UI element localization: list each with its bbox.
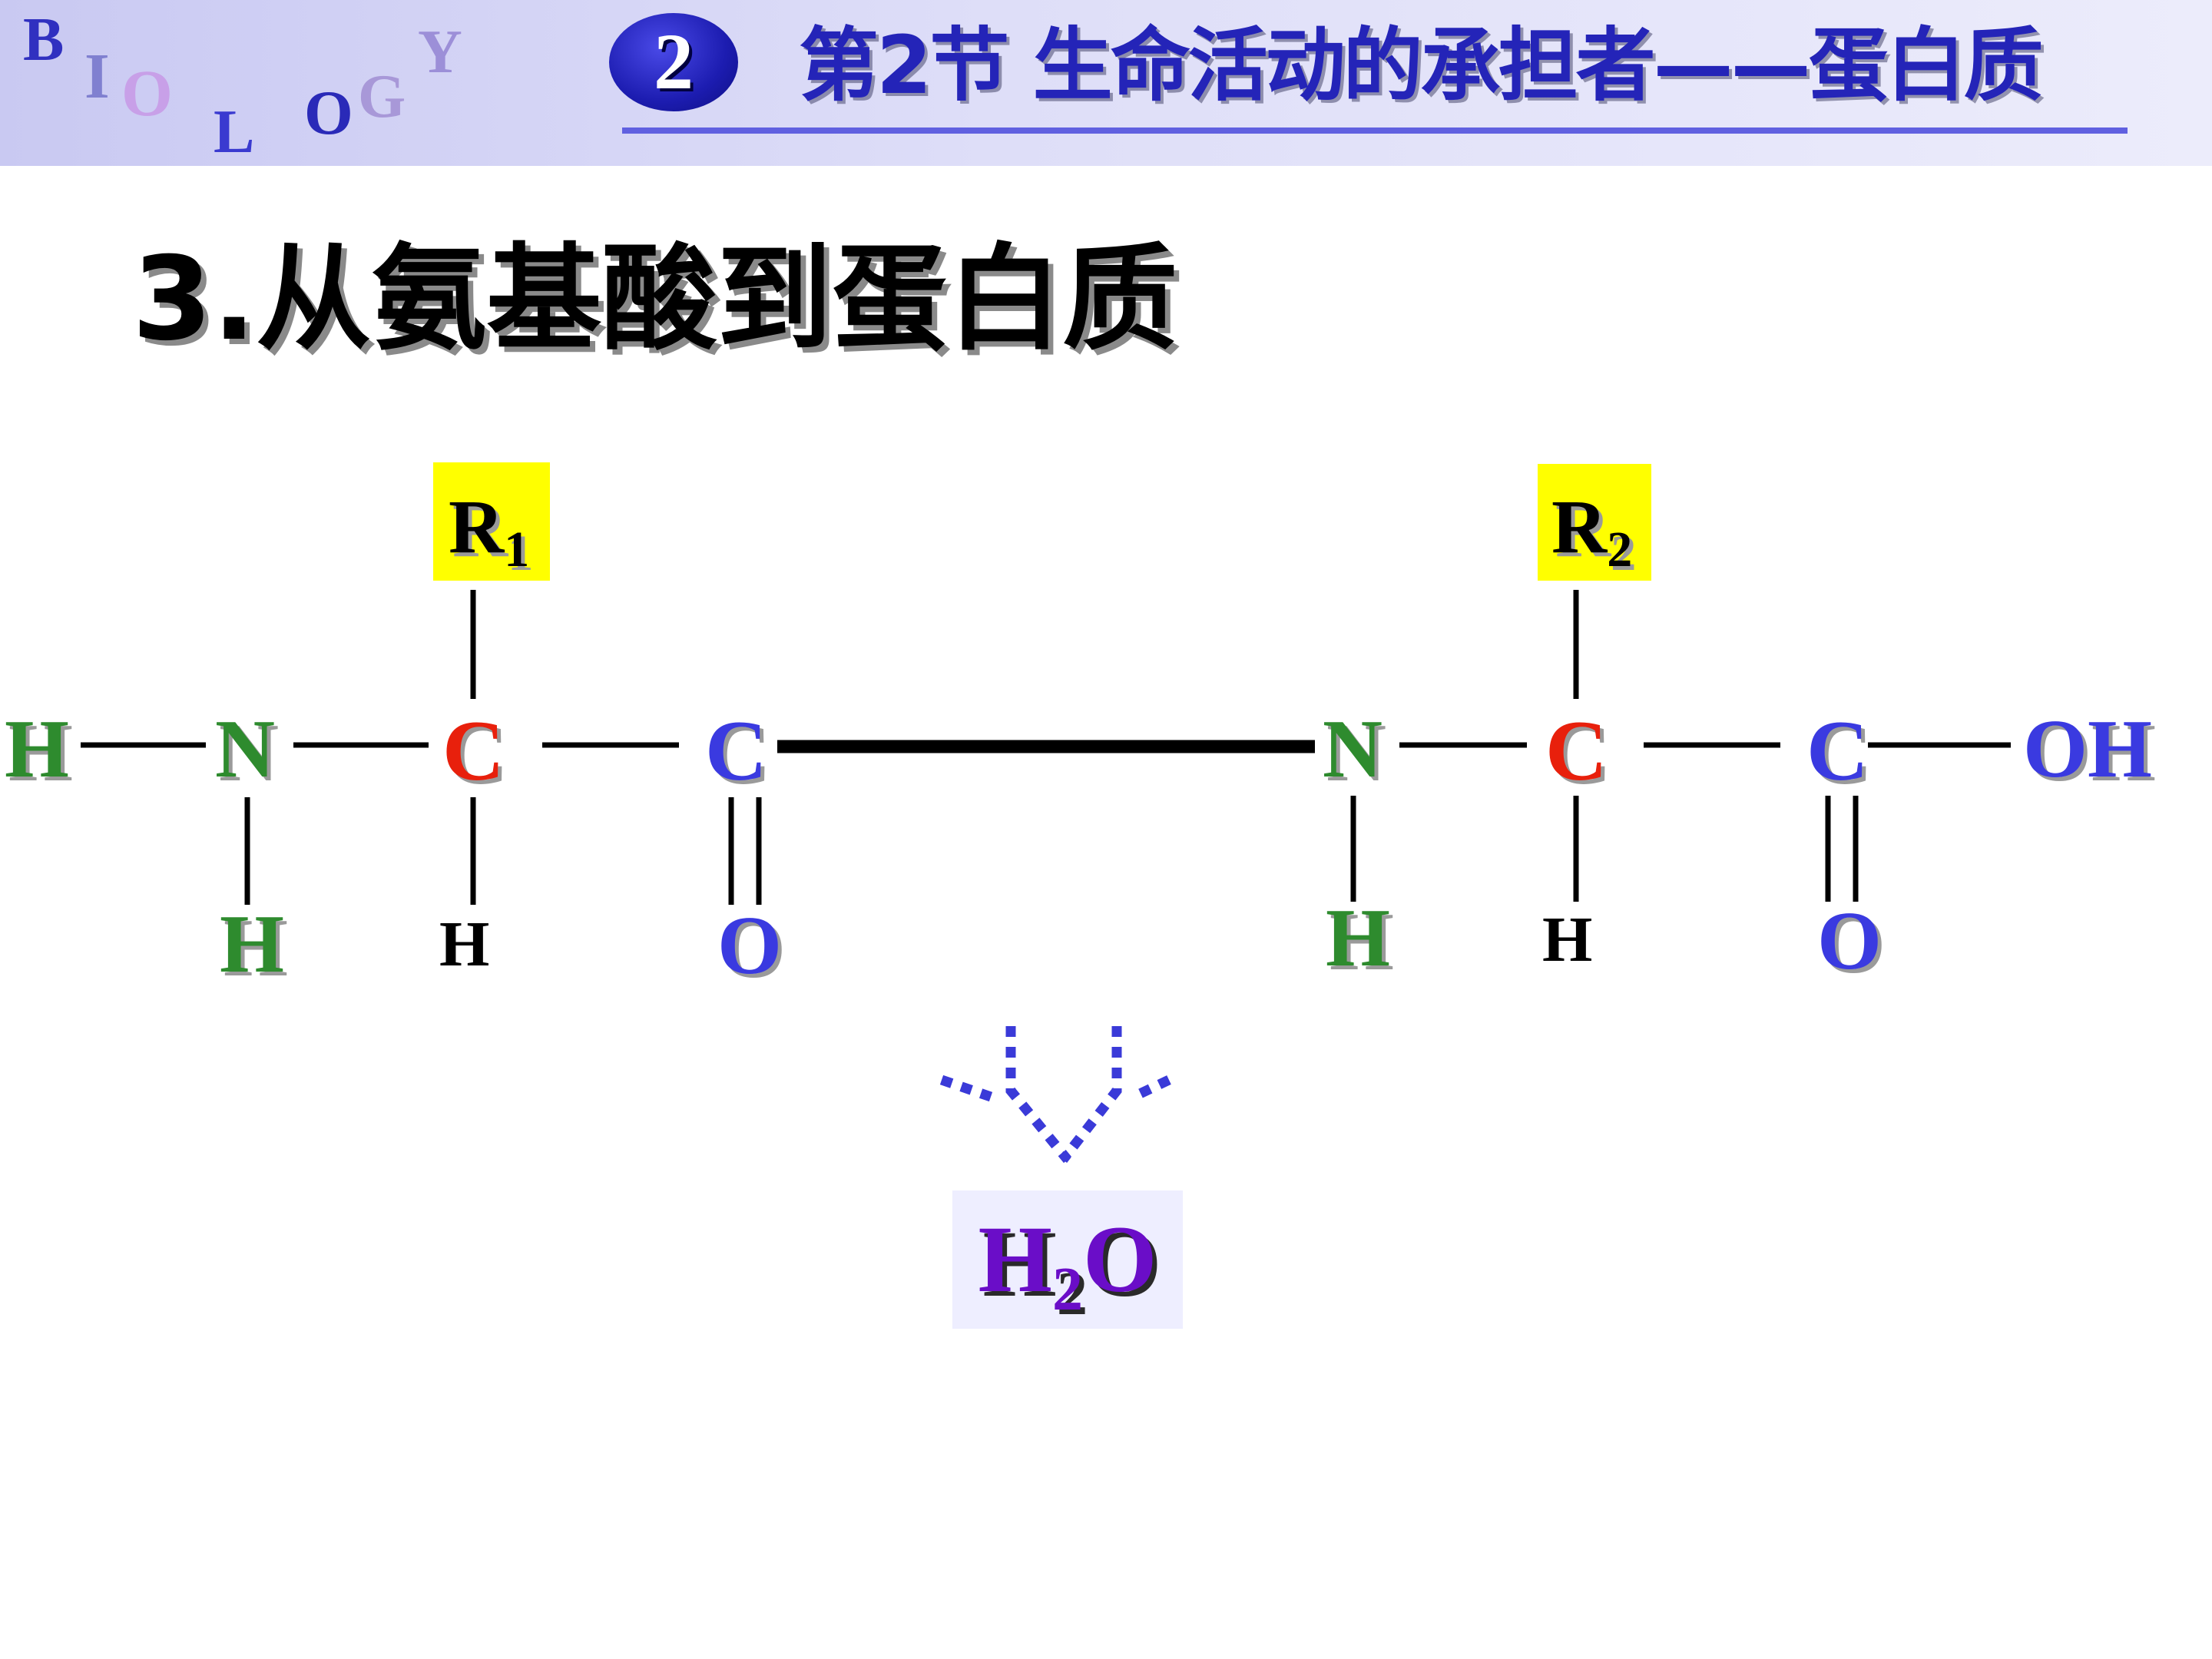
logo-letter-g: G [358, 63, 406, 131]
atom-h-amino-bottom-2: H [1326, 892, 1391, 984]
arrow-head-left [939, 1075, 993, 1102]
water-h: H [978, 1207, 1052, 1312]
header-divider [622, 127, 2128, 134]
logo-letter-y: Y [418, 18, 462, 86]
atom-h-alpha-2: H [1542, 904, 1593, 975]
arrow-head-right [1134, 1075, 1171, 1100]
logo-letter-o1: O [121, 56, 173, 130]
logo-letter-o2: O [304, 78, 353, 147]
r1-group: R1 [449, 488, 529, 575]
water-subscript: 2 [1052, 1256, 1083, 1323]
logo-letter-i: I [84, 41, 110, 112]
water-box: H2O [952, 1190, 1183, 1329]
atom-c-alpha-2: C [1545, 704, 1608, 799]
r2-symbol: R [1551, 484, 1608, 569]
atom-h-amino-bottom-1: H [220, 899, 285, 990]
water-molecule: H2O [952, 1190, 1183, 1329]
r2-subscript: 2 [1607, 522, 1633, 578]
atom-o-carboxyl-2: O [1817, 896, 1883, 987]
atom-c-carboxyl-2: C [1806, 704, 1869, 799]
atom-n-amino-2: N [1323, 704, 1382, 795]
r2-group: R2 [1551, 488, 1632, 575]
chapter-badge: 2 [609, 13, 738, 111]
dehydration-arrow-right [1058, 1026, 1122, 1163]
atom-c-carboxyl-1: C [705, 704, 767, 799]
atom-o-carboxyl-1: O [717, 900, 783, 992]
logo-letter-b: B [23, 6, 65, 74]
r1-subscript: 1 [504, 522, 530, 578]
atom-h-amino: H [5, 704, 70, 795]
r1-highlight [433, 462, 550, 581]
r2-highlight [1538, 464, 1651, 581]
section-title: 第2节 生命活动的承担者——蛋白质 [799, 18, 2044, 112]
header-banner: B I O L O G Y 2 第2节 生命活动的承担者——蛋白质 [0, 0, 2212, 166]
dehydration-arrow-left [1005, 1026, 1072, 1164]
r1-symbol: R [449, 484, 505, 569]
atom-n-amino-1: N [215, 704, 275, 795]
atom-c-alpha-1: C [442, 704, 505, 799]
chapter-number: 2 [654, 18, 694, 106]
atom-h-alpha-1: H [439, 909, 490, 980]
atom-oh-carboxyl-2: OH [2023, 704, 2153, 795]
water-o: O [1083, 1207, 1157, 1312]
slide-title: 3.从氨基酸到蛋白质 [132, 233, 1178, 366]
logo-letter-l: L [214, 98, 255, 166]
